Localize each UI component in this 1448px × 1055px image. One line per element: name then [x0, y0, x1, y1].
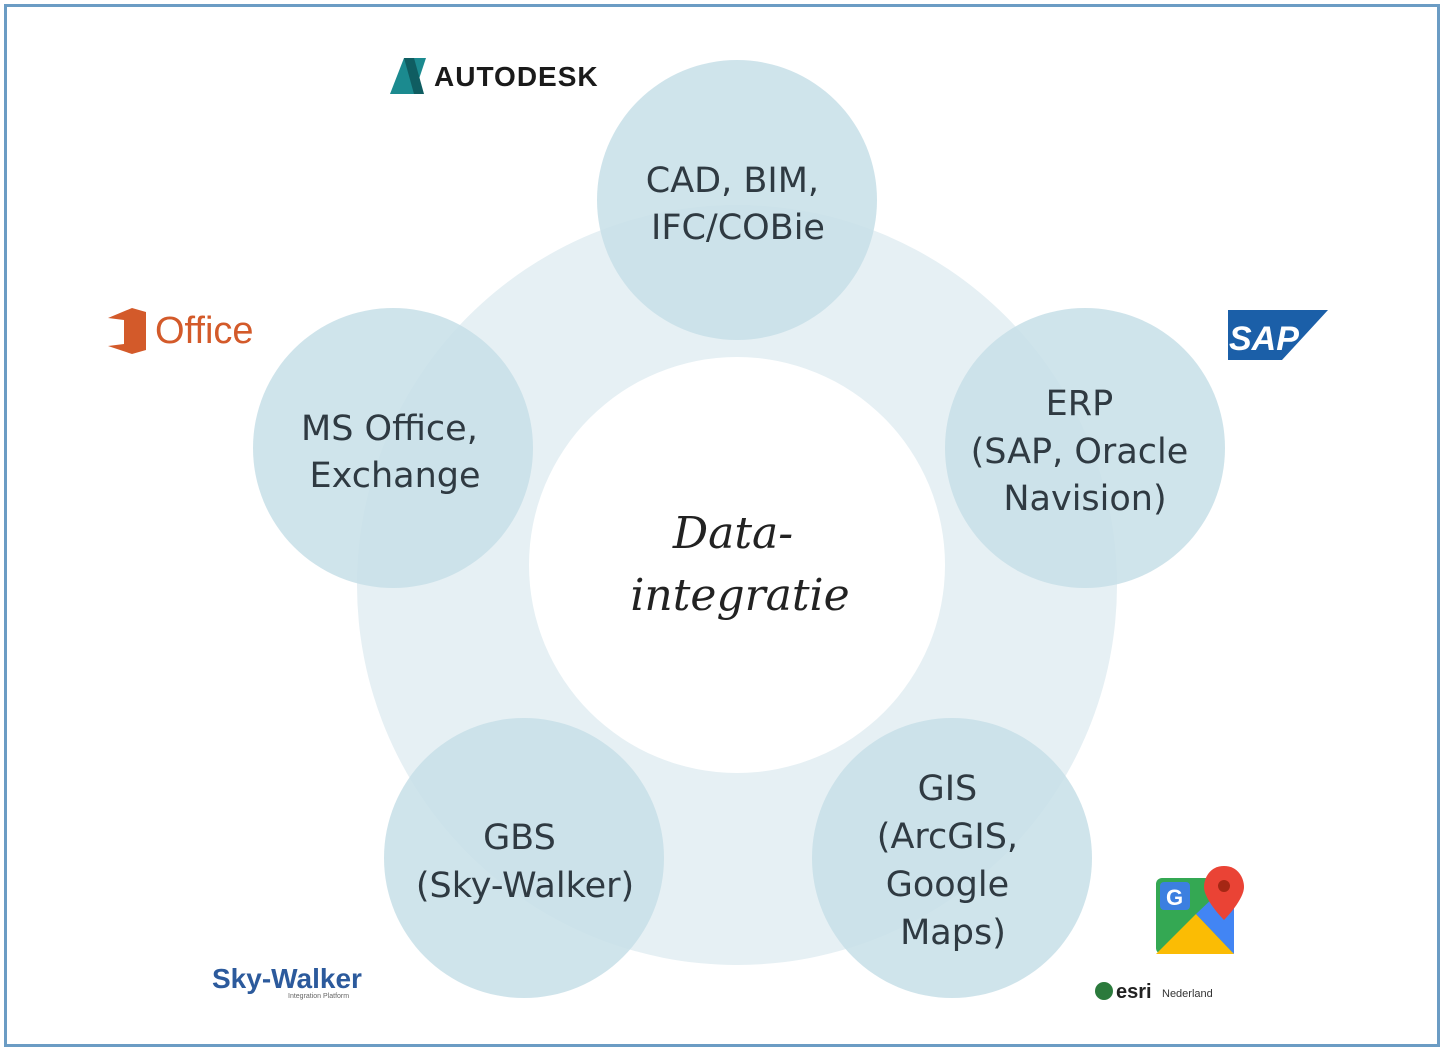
- esri-logo-text: esri: [1116, 981, 1152, 1003]
- google-maps-logo: G: [1156, 866, 1244, 954]
- office-icon: [108, 308, 146, 354]
- node-erp-label-line-2: (SAP, Oracle: [971, 432, 1189, 472]
- google-maps-icon-g: G: [1166, 885, 1183, 910]
- autodesk-logo: AUTODESK: [390, 58, 599, 94]
- node-erp-label-line-3: Navision): [1003, 479, 1166, 519]
- esri-logo: esri Nederland: [1095, 981, 1213, 1003]
- node-gbs-label-line-2: (Sky-Walker): [416, 866, 634, 906]
- node-gis: [812, 718, 1092, 998]
- google-maps-icon-yellow: [1156, 914, 1234, 954]
- node-office: [253, 308, 533, 588]
- center-label-line-1: Data-: [672, 508, 793, 559]
- node-office-label-line-1: MS Office,: [301, 409, 478, 449]
- google-maps-pin-icon: [1204, 866, 1244, 920]
- office-logo: Office: [108, 308, 254, 354]
- node-gis-label: GIS (ArcGIS, Google Maps): [877, 769, 1029, 953]
- node-gis-circle: [812, 718, 1092, 998]
- sap-logo: SAP: [1228, 310, 1328, 360]
- node-cad: [597, 60, 877, 340]
- autodesk-icon-stripe: [404, 58, 424, 94]
- node-gis-label-line-1: GIS: [918, 769, 978, 809]
- node-cad-label-line-2: IFC/COBie: [651, 208, 825, 248]
- node-cad-label-line-1: CAD, BIM,: [646, 161, 819, 201]
- autodesk-logo-text: AUTODESK: [434, 61, 599, 92]
- center-circle: [529, 357, 945, 773]
- node-gis-label-line-4: Maps): [900, 913, 1006, 953]
- node-erp-label: ERP (SAP, Oracle Navision): [971, 384, 1200, 519]
- node-office-circle: [253, 308, 533, 588]
- sap-logo-text: SAP: [1229, 320, 1299, 358]
- google-maps-pin-dot: [1218, 880, 1230, 892]
- node-gis-label-line-2: (ArcGIS,: [877, 817, 1018, 857]
- google-maps-icon-g-bg: [1160, 882, 1190, 910]
- node-cad-circle: [597, 60, 877, 340]
- node-erp-circle: [945, 308, 1225, 588]
- center-label: Data- integratie: [630, 508, 849, 621]
- node-erp: [945, 308, 1225, 588]
- node-gbs-label-line-1: GBS: [483, 818, 556, 858]
- node-cad-label: CAD, BIM, IFC/COBie: [646, 161, 830, 248]
- node-gbs-label: GBS (Sky-Walker): [416, 818, 634, 906]
- sap-icon: [1228, 310, 1328, 360]
- office-logo-text: Office: [155, 310, 254, 352]
- skywalker-logo-subtitle: Integration Platform: [288, 993, 349, 1000]
- node-erp-label-line-1: ERP: [1046, 384, 1114, 424]
- skywalker-logo-text: Sky-Walker: [212, 963, 362, 994]
- skywalker-logo: Sky-Walker Integration Platform: [212, 963, 362, 1000]
- node-gbs: [384, 718, 664, 998]
- esri-logo-subtitle: Nederland: [1162, 988, 1213, 1000]
- esri-globe-icon: [1095, 982, 1113, 1000]
- node-office-label-line-2: Exchange: [309, 456, 480, 496]
- node-gbs-circle: [384, 718, 664, 998]
- node-office-label: MS Office, Exchange: [301, 409, 489, 496]
- node-gis-label-line-3: Google: [886, 865, 1009, 905]
- center-label-line-2: integratie: [630, 570, 849, 621]
